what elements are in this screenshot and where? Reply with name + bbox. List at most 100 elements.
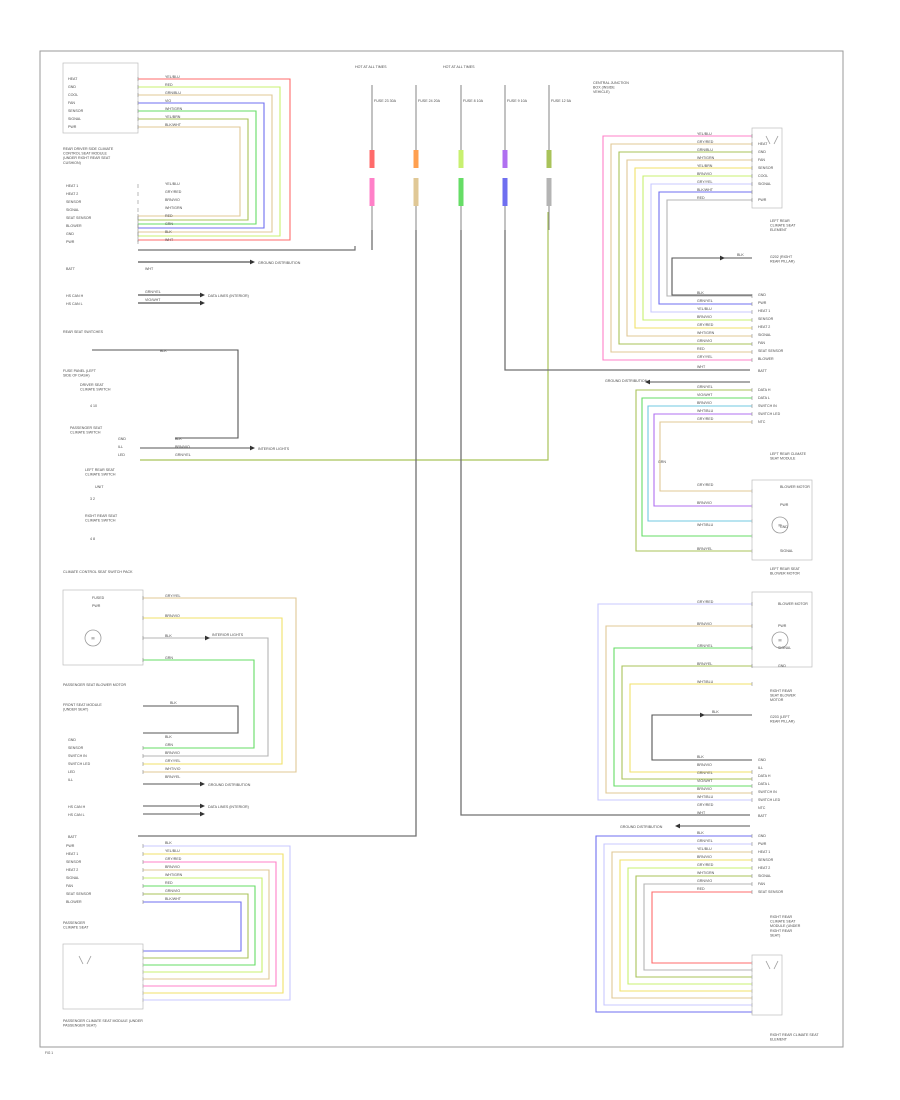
pin-label: BLOWER <box>66 224 82 228</box>
fuse-9-to-left-rear-bus <box>504 230 750 371</box>
wire-color-label: GRY/RED <box>697 803 714 807</box>
harness-wire <box>627 867 752 985</box>
wire-color-label: GRY/YEL <box>165 759 181 763</box>
harness-wire <box>595 835 752 1013</box>
connector-pin-label: 4 10 <box>90 404 97 408</box>
harness-wire <box>611 851 752 999</box>
pin-label: SIGNAL <box>66 208 79 212</box>
pin-label: HEAT 2 <box>66 192 78 196</box>
fuse-element <box>413 178 419 206</box>
pin-label: HS CAN H <box>66 294 84 298</box>
fuse-element <box>458 178 464 206</box>
left-rear-blower-motor <box>771 516 789 534</box>
pin-label: SIGNAL <box>778 646 791 650</box>
harness-wire <box>610 143 752 353</box>
fuse-element <box>546 178 552 206</box>
wire-color-label: BLK <box>697 755 704 759</box>
cross-reference-label: INTERIOR LIGHTS <box>258 447 290 451</box>
wire-color-label: WHT/VIO <box>165 767 181 771</box>
wire-color-label: WHT <box>697 365 706 369</box>
harness-wire <box>143 845 291 1001</box>
harness-wire <box>602 135 752 361</box>
pin-label: UNIT <box>95 485 104 489</box>
pin-label: HS CAN L <box>66 302 83 306</box>
wire-color-label: GRY/RED <box>697 863 714 867</box>
cross-reference-label: GROUND DISTRIBUTION <box>620 825 663 829</box>
wire-color-label: BRN/VIO <box>697 787 712 791</box>
pin-label: GND <box>758 834 766 838</box>
ground-wire <box>143 705 239 734</box>
pin-label: SWITCH IN <box>758 790 777 794</box>
wire-color-label: BRN/VIO <box>165 865 180 869</box>
component-label: G202 (RIGHT <box>770 255 793 259</box>
cross-reference-label: GROUND DISTRIBUTION <box>208 783 251 787</box>
wire-color-label: GRY/RED <box>697 417 714 421</box>
wire-color-label: VIO/WHT <box>697 393 713 397</box>
fuse-label: FUSE 24 20A <box>418 99 441 103</box>
harness-wire <box>651 891 752 964</box>
wire-layer <box>92 78 752 1013</box>
fuse-element <box>546 150 552 168</box>
component-label: (UNDER SEAT) <box>63 708 88 712</box>
ground-arrow <box>675 823 680 829</box>
pin-label: DATA H <box>758 774 771 778</box>
pin-label: HEAT 2 <box>758 325 770 329</box>
harness-wire <box>666 199 752 297</box>
led-return-wire <box>140 212 549 461</box>
pin-label: SWITCH LED <box>758 412 781 416</box>
pin-label: PWR <box>68 125 77 129</box>
wire-color-label: YEL/BLU <box>165 182 180 186</box>
wire-color-label: GRN/VIO <box>697 879 712 883</box>
fuse-element <box>502 178 508 206</box>
harness-wire <box>143 659 255 749</box>
pin-label: GND <box>758 758 766 762</box>
wire-color-label: YEL/BLU <box>165 75 180 79</box>
pin-label: GND <box>68 738 76 742</box>
harness-wire <box>138 126 241 217</box>
component-label: REAR PILLAR) <box>770 260 795 264</box>
wire-color-label: WHT <box>165 238 174 242</box>
component-label: CLIMATE CONTROL SEAT SWITCH PACK <box>63 570 133 574</box>
harness-wire <box>634 167 752 329</box>
wire-color-label: WHT/GRN <box>697 331 715 335</box>
pin-label: HS CAN H <box>68 805 86 809</box>
switch-bus-wire <box>92 349 239 439</box>
data-arrow <box>200 811 205 817</box>
pin-label: SENSOR <box>68 109 84 113</box>
ground-arrow <box>720 255 725 261</box>
wire-color-label: BLK <box>165 230 172 234</box>
pin-label: FAN <box>758 341 765 345</box>
harness-wire <box>621 665 752 780</box>
component-label: RIGHT REAR SEAT <box>85 514 118 518</box>
wire-color-label: BRN/VIO <box>697 763 712 767</box>
component-label: BOX (INSIDE <box>593 86 615 90</box>
pin-label: FAN <box>758 158 765 162</box>
pin-label: BLOWER MOTOR <box>780 485 810 489</box>
component-label: ELEMENT <box>770 228 788 232</box>
wire-color-label: GRN/VIO <box>165 889 180 893</box>
power-feed-wire <box>138 246 356 251</box>
right-rear-blower-motor <box>771 631 789 649</box>
pin-label: BATT <box>68 835 78 839</box>
component-label: CLIMATE SWITCH <box>70 431 101 435</box>
wire-color-label: BRN/YEL <box>165 775 180 779</box>
pin-label: LED <box>68 770 75 774</box>
component-label: RIGHT REAR CLIMATE SEAT <box>770 1033 819 1037</box>
motor-symbol-label: M <box>779 638 782 642</box>
wire-color-label: VIO <box>165 99 171 103</box>
pin-label: BATT <box>758 814 768 818</box>
wire-color-label: GRN/YEL <box>697 839 713 843</box>
wire-color-label: BLK/WHT <box>165 897 182 901</box>
wire-color-label: GRY/RED <box>697 600 714 604</box>
wire-color-label: GRN <box>658 460 666 464</box>
wire-color-label: GRN <box>165 743 173 747</box>
wire-color-label: BLK <box>175 437 182 441</box>
component-label: PASSENGER <box>63 921 86 925</box>
switch-harness-wire <box>647 405 752 522</box>
right-rear-blower-outline <box>751 591 813 668</box>
wire-color-label: WHT/BLU <box>697 795 714 799</box>
pin-label: SEAT SENSOR <box>66 216 92 220</box>
wire-color-label: GRN <box>165 656 173 660</box>
harness-wire <box>143 901 242 952</box>
